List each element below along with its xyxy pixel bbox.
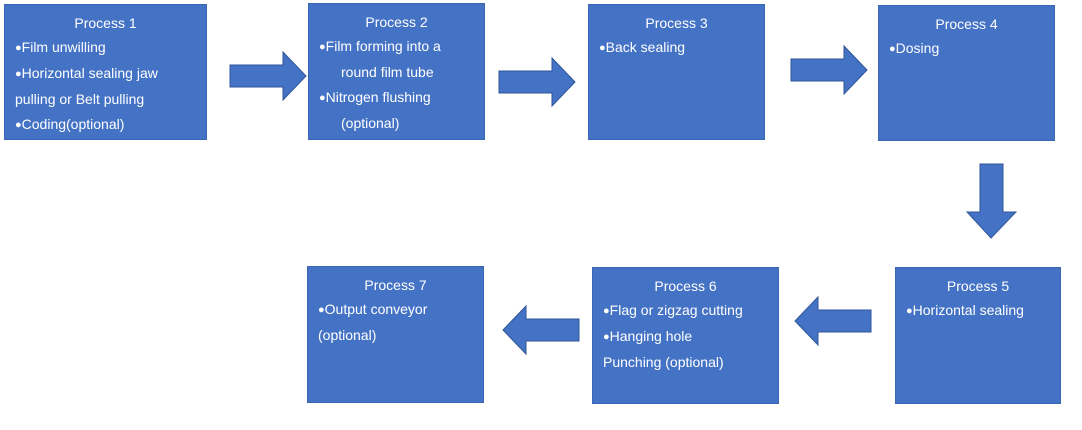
process-4-box: Process 4 ●Dosing xyxy=(878,5,1055,141)
process-6-item-2-cont: Punching (optional) xyxy=(603,354,724,370)
bullet-icon: ● xyxy=(319,92,326,104)
process-1-item-3: ●Coding(optional) xyxy=(15,116,125,132)
process-2-box: Process 2 ●Film forming into a round fil… xyxy=(308,3,485,140)
process-7-item-1-cont: (optional) xyxy=(318,327,377,343)
process-6-box: Process 6 ●Flag or zigzag cutting ●Hangi… xyxy=(592,267,779,404)
arrow-shape xyxy=(965,163,1018,239)
process-5-box: Process 5 ●Horizontal sealing xyxy=(895,267,1061,404)
process-2-item-1-cont: round film tube xyxy=(341,64,434,80)
process-1-box: Process 1 ●Film unwilling ●Horizontal se… xyxy=(4,4,207,140)
arrow-shape xyxy=(794,295,872,347)
process-1-item-1: ●Film unwilling xyxy=(15,39,106,55)
right-arrow-icon xyxy=(498,56,576,108)
process-2-item-2: ●Nitrogen flushing xyxy=(319,89,431,105)
arrow-shape xyxy=(502,304,580,356)
process-3-title: Process 3 xyxy=(645,15,708,31)
process-7-item-1: ●Output conveyor xyxy=(318,301,428,317)
bullet-icon: ● xyxy=(318,304,325,316)
process-7-box: Process 7 ●Output conveyor (optional) xyxy=(307,266,484,403)
process-3-box: Process 3 ●Back sealing xyxy=(588,4,765,140)
process-2-title: Process 2 xyxy=(365,14,428,30)
bullet-icon: ● xyxy=(599,42,606,54)
process-3-item-1: ●Back sealing xyxy=(599,39,686,55)
down-arrow-icon xyxy=(965,163,1018,239)
arrow-shape xyxy=(498,56,576,108)
bullet-icon: ● xyxy=(889,43,896,55)
bullet-icon: ● xyxy=(906,305,913,317)
process-6-title: Process 6 xyxy=(654,278,717,294)
process-7-title: Process 7 xyxy=(364,277,427,293)
bullet-icon: ● xyxy=(603,331,610,343)
process-1-title: Process 1 xyxy=(74,15,137,31)
right-arrow-icon xyxy=(790,44,868,96)
arrow-shape xyxy=(229,50,307,102)
arrow-shape xyxy=(790,44,868,96)
right-arrow-icon xyxy=(229,50,307,102)
bullet-icon: ● xyxy=(319,41,326,53)
bullet-icon: ● xyxy=(15,68,22,80)
bullet-icon: ● xyxy=(15,119,22,131)
process-4-item-1: ●Dosing xyxy=(889,40,940,56)
process-5-item-1: ●Horizontal sealing xyxy=(906,302,1024,318)
left-arrow-icon xyxy=(502,304,580,356)
process-2-item-1: ●Film forming into a xyxy=(319,38,441,54)
process-5-title: Process 5 xyxy=(946,278,1010,294)
process-4-title: Process 4 xyxy=(935,16,998,32)
bullet-icon: ● xyxy=(15,42,22,54)
process-2-item-2-cont: (optional) xyxy=(341,115,400,131)
left-arrow-icon xyxy=(794,295,872,347)
process-1-item-2: ●Horizontal sealing jaw pulling or Belt … xyxy=(15,65,158,107)
process-6-item-1: ●Flag or zigzag cutting xyxy=(603,302,743,318)
process-6-item-2: ●Hanging hole xyxy=(603,328,693,344)
bullet-icon: ● xyxy=(603,305,610,317)
